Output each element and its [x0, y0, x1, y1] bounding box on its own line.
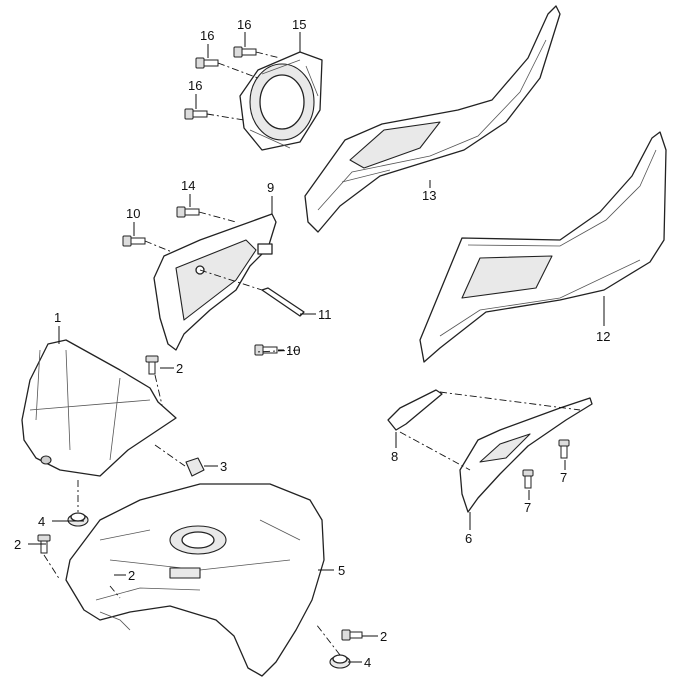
part-14-bolt	[176, 206, 200, 218]
part-12-lower-side-panel	[419, 131, 667, 363]
part-11-wire-clip	[261, 287, 305, 317]
part-4-grommets	[67, 512, 351, 669]
callout-2: 2	[14, 537, 21, 552]
callout-4: 4	[38, 514, 45, 529]
callout-3: 3	[220, 459, 227, 474]
callout-16: 16	[237, 17, 251, 32]
callout-16: 16	[200, 28, 214, 43]
part-9-bracket-plate	[153, 213, 277, 351]
callout-9: 9	[267, 180, 274, 195]
callout-2: 2	[128, 568, 135, 583]
part-13-upper-side-panel	[304, 5, 561, 233]
leader-lines	[28, 32, 605, 663]
callout-4: 4	[364, 655, 371, 670]
callout-12: 12	[596, 329, 610, 344]
callout-2: 2	[380, 629, 387, 644]
part-15-round-cover	[239, 51, 323, 151]
callout-6: 6	[465, 531, 472, 546]
callout-5: 5	[338, 563, 345, 578]
callout-15: 15	[292, 17, 306, 32]
callout-10: 10	[286, 343, 300, 358]
part-6-lower-fairing	[459, 397, 593, 513]
part-5-tank-shroud	[65, 483, 325, 677]
callout-10: 10	[126, 206, 140, 221]
part-16-bolts	[184, 46, 257, 120]
callout-7: 7	[524, 500, 531, 515]
callout-14: 14	[181, 178, 195, 193]
part-3-nut	[185, 457, 205, 477]
callout-16: 16	[188, 78, 202, 93]
part-8-bracket	[387, 389, 443, 431]
callout-1: 1	[54, 310, 61, 325]
callout-11: 11	[318, 307, 332, 322]
callout-7: 7	[560, 470, 567, 485]
part-1-front-cover	[21, 339, 177, 477]
callout-2: 2	[176, 361, 183, 376]
callout-numbers: 1 2 3 4 2 2 5 2 4 6 7 7 8 9 10 14 11 10 …	[14, 17, 610, 670]
part-7-bolts	[522, 439, 570, 489]
callout-13: 13	[422, 188, 436, 203]
callout-8: 8	[391, 449, 398, 464]
